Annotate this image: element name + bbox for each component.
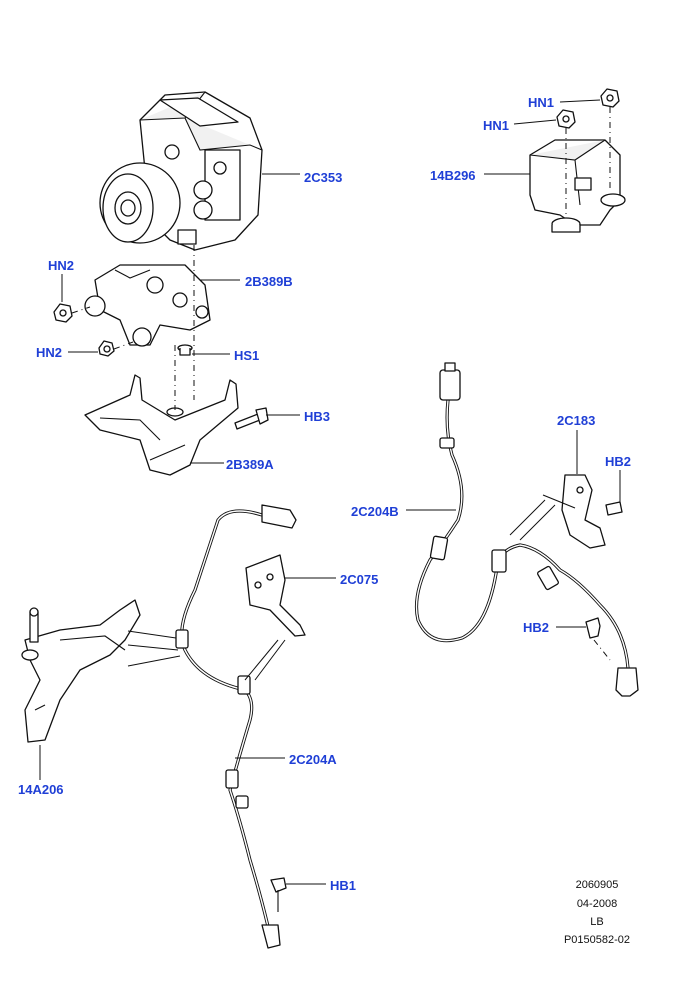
callout-2C204B: 2C204B (351, 504, 399, 519)
callout-HB3: HB3 (304, 409, 330, 424)
clip-leader (254, 639, 286, 681)
callout-HB2-right: HB2 (605, 454, 631, 469)
clip-leader (127, 630, 177, 639)
bracket-14A206 (21, 599, 141, 743)
bracket-2C075 (245, 554, 306, 637)
bolt-HB2-left (585, 617, 601, 639)
clip-leader (127, 644, 179, 651)
callout-2C183: 2C183 (557, 413, 595, 428)
reference-date: 04-2008 (577, 898, 617, 910)
bracket-2C183 (542, 474, 606, 549)
callout-14B296: 14B296 (430, 168, 476, 183)
assembly-line (113, 341, 134, 350)
clip-leader (244, 639, 279, 681)
bolt-HB2-right (605, 501, 623, 516)
nut-HN1-lower (556, 109, 576, 129)
bracket-2B389B (84, 264, 211, 347)
bolt-HB1 (270, 877, 287, 912)
callout-14A206: 14A206 (18, 782, 64, 797)
callout-2C075: 2C075 (340, 572, 378, 587)
callout-HN1-upper: HN1 (528, 95, 554, 110)
callout-HB1: HB1 (330, 878, 356, 893)
bracket-2B389A (84, 374, 239, 476)
callout-HS1: HS1 (234, 348, 259, 363)
callout-2B389B: 2B389B (245, 274, 293, 289)
nut-HN2-lower (98, 340, 115, 357)
nut-HN1-upper (600, 88, 620, 108)
clip-leader (519, 504, 556, 541)
nut-HN2-upper (53, 303, 73, 323)
callout-2B389A: 2B389A (226, 457, 274, 472)
module-14B296 (529, 139, 626, 233)
screw-HS1 (177, 344, 193, 356)
reference-block: 2060905 04-2008 LB P0150582-02 (564, 879, 630, 946)
reference-code: LB (590, 916, 603, 928)
callout-HB2-left: HB2 (523, 620, 549, 635)
harness-2C204B (414, 362, 639, 697)
clip-leader (509, 499, 546, 536)
harness-2C204A (175, 504, 297, 949)
bolt-HB3 (234, 407, 269, 430)
reference-part-id: P0150582-02 (564, 934, 630, 946)
clip-leader (127, 655, 181, 667)
reference-number: 2060905 (576, 879, 619, 891)
callout-HN2-lower: HN2 (36, 345, 62, 360)
callout-HN2-upper: HN2 (48, 258, 74, 273)
callout-2C204A: 2C204A (289, 752, 337, 767)
callout-leaders (39, 99, 621, 885)
assembly-line (71, 306, 91, 314)
assembly-line (593, 639, 611, 661)
callout-HN1-lower: HN1 (483, 118, 509, 133)
abs-modulator-2C353 (99, 91, 263, 251)
callout-2C353: 2C353 (304, 170, 342, 185)
